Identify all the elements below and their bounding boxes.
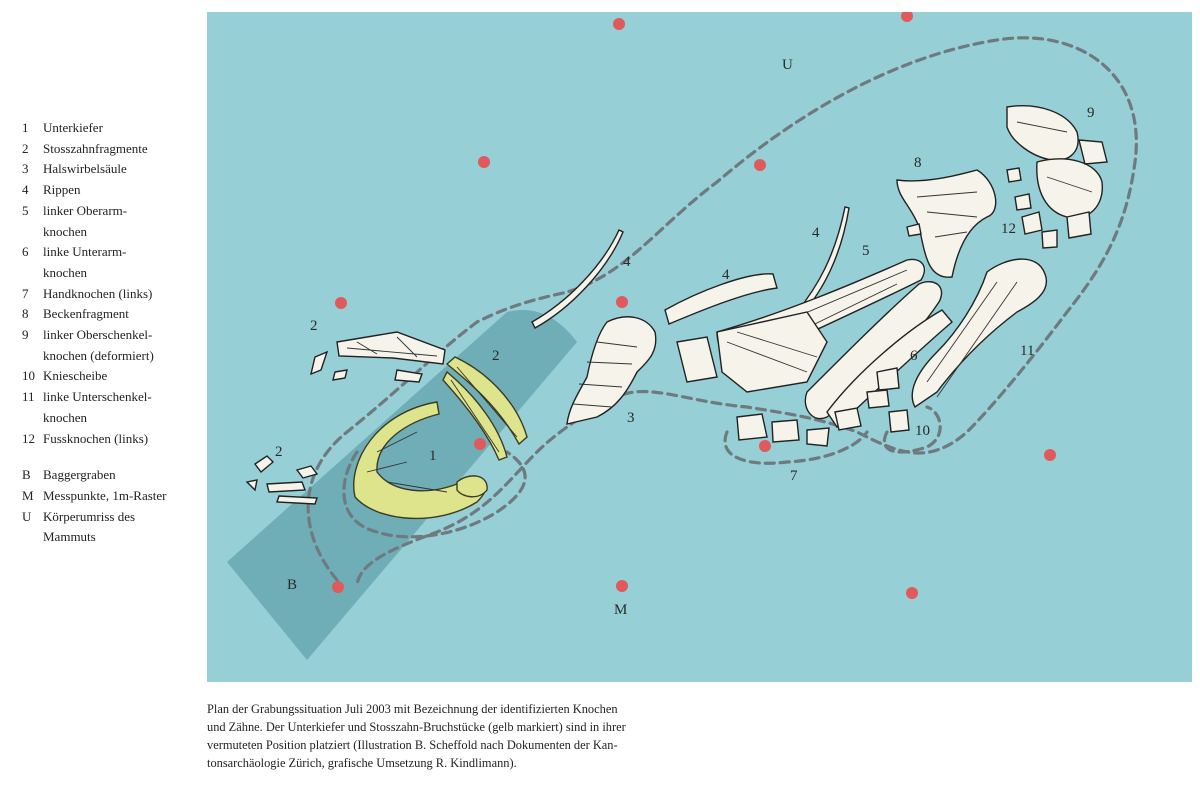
- legend-text: linker Oberarm- knochen: [43, 202, 128, 239]
- legend-key: 9: [22, 327, 29, 343]
- label-11: 11: [1020, 343, 1034, 359]
- legend-key: 3: [22, 161, 29, 177]
- excavation-plan: U B M 1 2 2 2 3 4 4 4 5 6 7 8 9 10 11 12: [207, 12, 1192, 682]
- femur-left: [1006, 105, 1108, 219]
- legend: 1 Unterkiefer 2 Stosszahnfragmente 3 Halswirb…: [22, 118, 202, 548]
- label-1: 1: [429, 448, 437, 464]
- mandible-yellow: [353, 401, 488, 520]
- legend-key: 1: [22, 120, 29, 135]
- legend-items: 1 Unterkiefer 2 Stosszahnfragmente 3 Halswirb…: [22, 118, 202, 449]
- label-10: 10: [915, 423, 930, 439]
- legend-item: 9 linker Oberschenkel- knochen (deformier…: [22, 325, 202, 366]
- legend-item: 4 Rippen: [22, 180, 202, 201]
- legend-extra-item: B Baggergraben: [22, 465, 202, 486]
- label-3: 3: [627, 410, 635, 426]
- legend-key: U: [22, 508, 32, 524]
- legend-key: 10: [22, 368, 35, 384]
- legend-key: 8: [22, 306, 29, 322]
- foot-bones: [906, 167, 1092, 249]
- legend-text: linke Unterschenkel- knochen: [43, 389, 152, 425]
- legend-item: 10 Kniescheibe: [22, 366, 202, 387]
- legend-key: 2: [22, 140, 29, 156]
- legend-item: 11 linke Unterschenkel- knochen: [22, 387, 202, 428]
- measuring-point: [474, 438, 486, 450]
- label-6: 6: [910, 348, 918, 364]
- legend-key: 6: [22, 244, 29, 260]
- legend-item: 5 linker Oberarm- knochen: [22, 201, 202, 242]
- legend-text: Rippen: [43, 182, 81, 198]
- legend-key: 11: [22, 389, 35, 405]
- knee-cap: [876, 367, 910, 433]
- forearm-left: [804, 281, 953, 429]
- label-8: 8: [914, 155, 922, 171]
- measuring-point: [335, 297, 347, 309]
- legend-item: 8 Beckenfragment: [22, 304, 202, 325]
- legend-item: 2 Stosszahnfragmente: [22, 139, 202, 160]
- label-trench: B: [287, 577, 297, 593]
- label-9: 9: [1087, 105, 1095, 121]
- tusk-fragments-far-left: [245, 455, 319, 505]
- legend-key: 4: [22, 182, 29, 198]
- measuring-points: [332, 12, 1056, 599]
- legend-text: Halswirbelsäule: [43, 161, 127, 177]
- legend-item: 12 Fussknochen (links): [22, 429, 202, 450]
- measuring-point: [616, 296, 628, 308]
- label-7: 7: [790, 468, 798, 484]
- legend-text: Kniescheibe: [43, 368, 108, 384]
- label-measuring-point: M: [614, 602, 627, 618]
- legend-text: Messpunkte, 1m-Raster: [43, 487, 167, 503]
- legend-text: linke Unterarm- knochen: [43, 244, 127, 280]
- legend-text: Baggergraben: [43, 467, 116, 483]
- label-4b: 4: [722, 267, 730, 283]
- hand-outline: [723, 430, 869, 465]
- legend-text: Stosszahnfragmente: [43, 140, 148, 156]
- label-4a: 4: [623, 254, 631, 270]
- ribs: [531, 206, 850, 329]
- legend-key: 12: [22, 430, 35, 446]
- measuring-point: [616, 580, 628, 592]
- measuring-point: [901, 12, 913, 22]
- measuring-point: [759, 440, 771, 452]
- label-body-outline: U: [782, 57, 793, 73]
- label-12: 12: [1001, 221, 1016, 237]
- tibia-left: [911, 258, 1048, 409]
- legend-text: Fussknochen (links): [43, 430, 149, 446]
- legend-item: 7 Handknochen (links): [22, 284, 202, 305]
- legend-key: B: [22, 467, 31, 483]
- legend-item: 6 linke Unterarm- knochen: [22, 242, 202, 283]
- legend-key: M: [22, 487, 34, 503]
- tusk-yellow: [442, 356, 528, 461]
- figure-caption: Plan der Grabungssituation Juli 2003 mit…: [207, 702, 626, 770]
- label-4c: 4: [812, 225, 820, 241]
- legend-text: Beckenfragment: [43, 306, 129, 322]
- legend-text: Körperumriss des Mammuts: [43, 508, 136, 545]
- legend-key: 7: [22, 285, 29, 301]
- legend-gap: [22, 449, 202, 465]
- legend-text: Unterkiefer: [43, 120, 103, 135]
- hand-bones: [736, 389, 890, 447]
- legend-key: 5: [22, 202, 29, 218]
- tusk-fragments-left: [310, 331, 446, 383]
- label-2b: 2: [492, 348, 500, 364]
- cervical-vertebrae: [566, 316, 657, 425]
- legend-extra-item: M Messpunkte, 1m-Raster: [22, 486, 202, 507]
- legend-text: linker Oberschenkel- knochen (deformiert…: [43, 327, 154, 363]
- measuring-point: [478, 156, 490, 168]
- legend-item: 1 Unterkiefer: [22, 118, 202, 139]
- measuring-point: [754, 159, 766, 171]
- label-5: 5: [862, 243, 870, 259]
- legend-extra-item: U Körperumriss des Mammuts: [22, 507, 202, 548]
- measuring-point: [332, 581, 344, 593]
- jaw-outline: [342, 450, 527, 539]
- knee-outline: [882, 405, 942, 454]
- label-2a: 2: [310, 318, 318, 334]
- measuring-point: [613, 18, 625, 30]
- measuring-point: [906, 587, 918, 599]
- legend-item: 3 Halswirbelsäule: [22, 159, 202, 180]
- measuring-point: [1044, 449, 1056, 461]
- scapula-block: [676, 311, 828, 393]
- label-2c: 2: [275, 444, 283, 460]
- legend-text: Handknochen (links): [43, 285, 153, 301]
